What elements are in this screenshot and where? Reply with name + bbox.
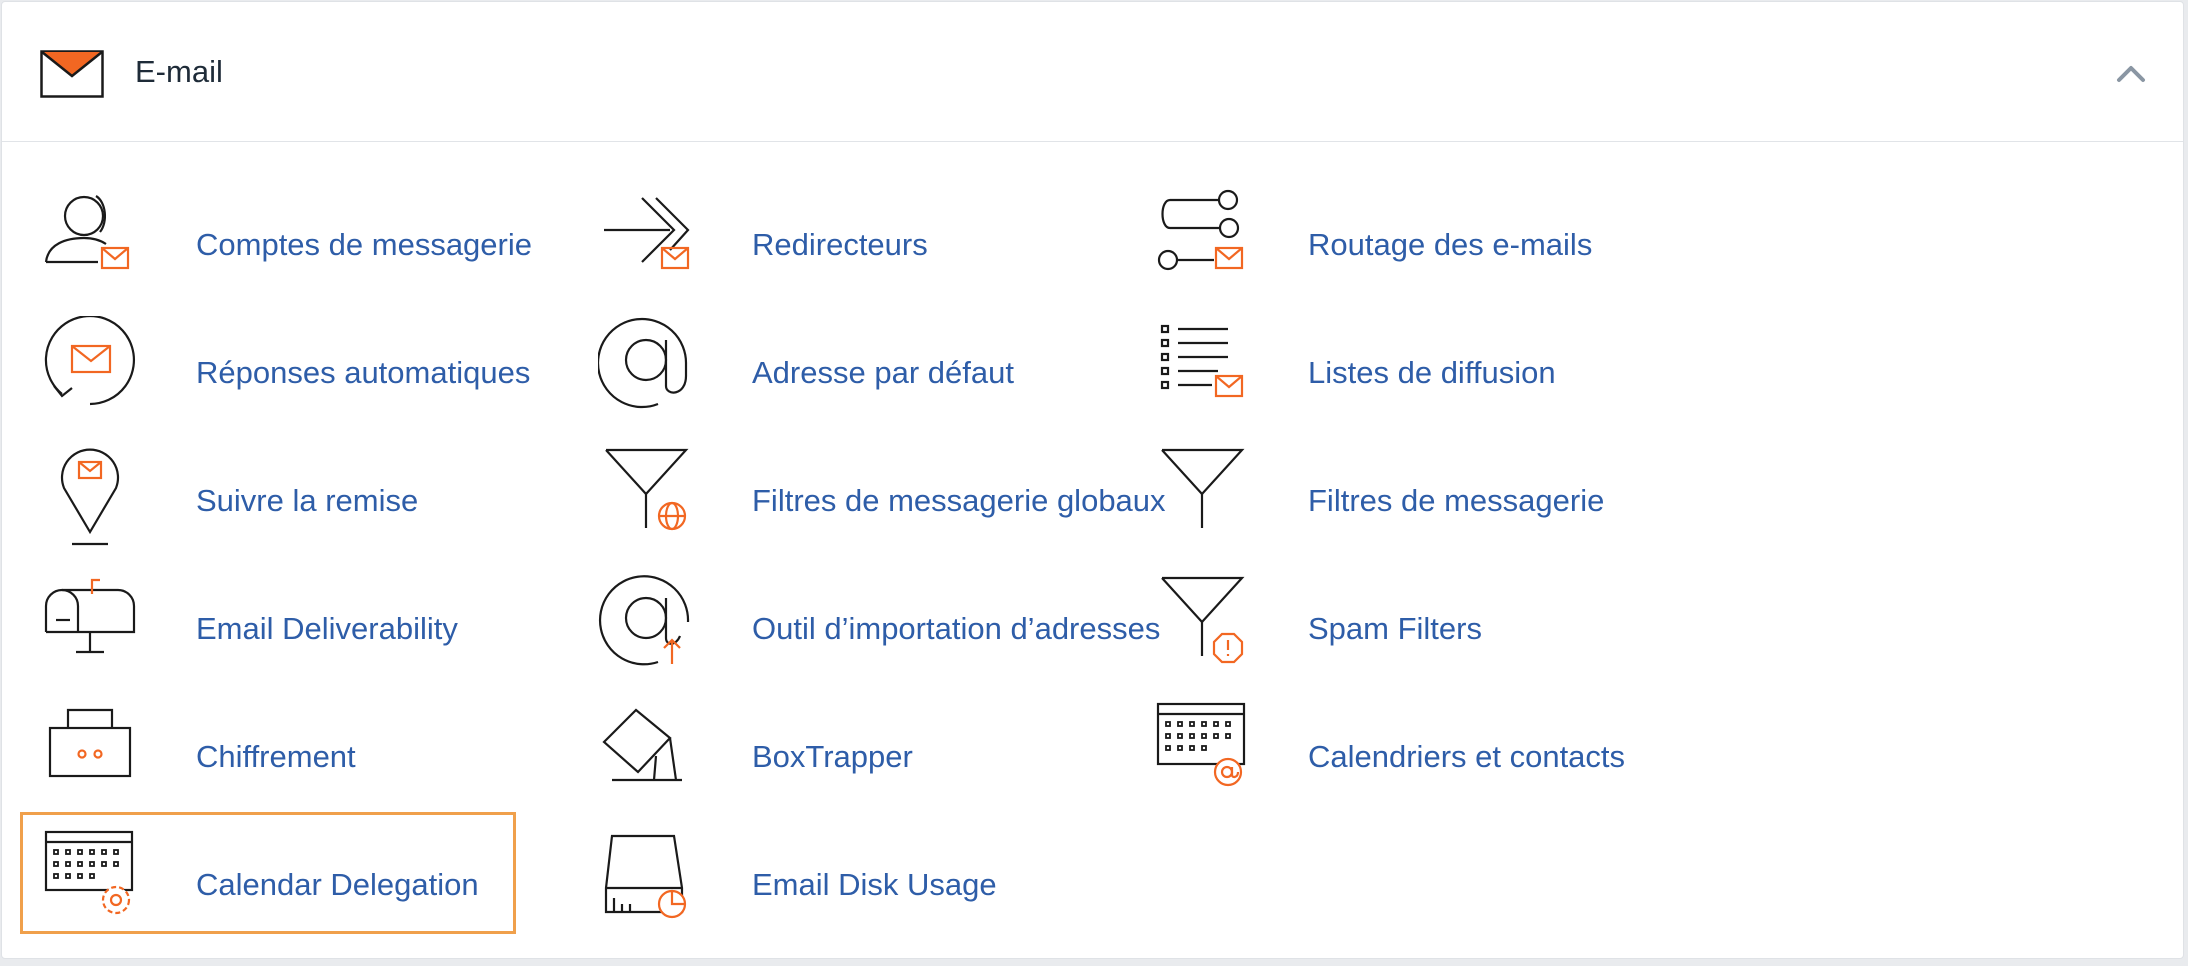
- item-label: Email Deliverability: [196, 611, 458, 646]
- item-autoresponders[interactable]: Réponses automatiques: [42, 316, 542, 438]
- item-label: Calendriers et contacts: [1308, 739, 1626, 774]
- mailbox-icon: [44, 578, 136, 654]
- disk-usage-icon: [604, 834, 687, 919]
- item-calendar-delegation[interactable]: Calendar Delegation: [42, 828, 512, 950]
- mailing-list-icon: [1160, 324, 1244, 398]
- item-label: Comptes de messagerie: [196, 227, 532, 262]
- item-label: BoxTrapper: [752, 739, 913, 774]
- item-label: Spam Filters: [1308, 611, 1482, 646]
- chevron-up-icon[interactable]: [2111, 54, 2151, 94]
- item-label: Calendar Delegation: [196, 867, 479, 902]
- funnel-icon: [1161, 448, 1245, 528]
- calendar-at-icon: [1156, 702, 1246, 787]
- item-email-deliverability[interactable]: Email Deliverability: [42, 572, 542, 694]
- forward-mail-icon: [604, 197, 690, 270]
- item-email-disk-usage[interactable]: Email Disk Usage: [598, 828, 1098, 950]
- item-label: Routage des e-mails: [1308, 227, 1593, 262]
- item-address-importer[interactable]: Outil d’importation d’adresses: [598, 572, 1161, 694]
- selection-highlight: [20, 812, 516, 934]
- item-label: Réponses automatiques: [196, 355, 531, 390]
- boxtrapper-icon: [602, 708, 682, 782]
- item-encryption[interactable]: Chiffrement: [42, 700, 542, 822]
- envelope-icon: [40, 50, 104, 98]
- item-label: Adresse par défaut: [752, 355, 1014, 390]
- item-mailing-lists[interactable]: Listes de diffusion: [1154, 316, 1654, 438]
- autoresponder-icon: [44, 316, 135, 406]
- section-header[interactable]: E-mail: [2, 2, 2183, 142]
- item-label: Filtres de messagerie: [1308, 483, 1605, 518]
- item-default-address[interactable]: Adresse par défaut: [598, 316, 1098, 438]
- route-mail-icon: [1157, 189, 1244, 271]
- at-sign-icon: [598, 317, 688, 409]
- item-email-accounts[interactable]: Comptes de messagerie: [42, 188, 542, 310]
- item-label: Chiffrement: [196, 739, 356, 774]
- item-forwarders[interactable]: Redirecteurs: [598, 188, 1098, 310]
- item-track-delivery[interactable]: Suivre la remise: [42, 444, 542, 566]
- item-spam-filters[interactable]: Spam Filters: [1154, 572, 1654, 694]
- item-boxtrapper[interactable]: BoxTrapper: [598, 700, 1098, 822]
- item-label: Filtres de messagerie globaux: [752, 483, 1166, 518]
- encryption-icon: [48, 708, 132, 778]
- item-email-filters[interactable]: Filtres de messagerie: [1154, 444, 1654, 566]
- item-label: Suivre la remise: [196, 483, 419, 518]
- item-email-routing[interactable]: Routage des e-mails: [1154, 188, 1654, 310]
- item-global-email-filters[interactable]: Filtres de messagerie globaux: [598, 444, 1166, 566]
- at-sign-upload-icon: [598, 575, 690, 666]
- item-label: Outil d’importation d’adresses: [752, 611, 1161, 646]
- location-pin-mail-icon: [60, 448, 120, 546]
- item-calendars-contacts[interactable]: Calendriers et contacts: [1154, 700, 1654, 822]
- funnel-globe-icon: [605, 448, 689, 531]
- item-label: Listes de diffusion: [1308, 355, 1556, 390]
- user-mail-icon: [44, 195, 130, 270]
- calendar-gear-icon: [44, 830, 134, 915]
- item-label: Email Disk Usage: [752, 867, 997, 902]
- funnel-warning-icon: [1161, 576, 1245, 664]
- item-label: Redirecteurs: [752, 227, 928, 262]
- section-title: E-mail: [135, 54, 223, 89]
